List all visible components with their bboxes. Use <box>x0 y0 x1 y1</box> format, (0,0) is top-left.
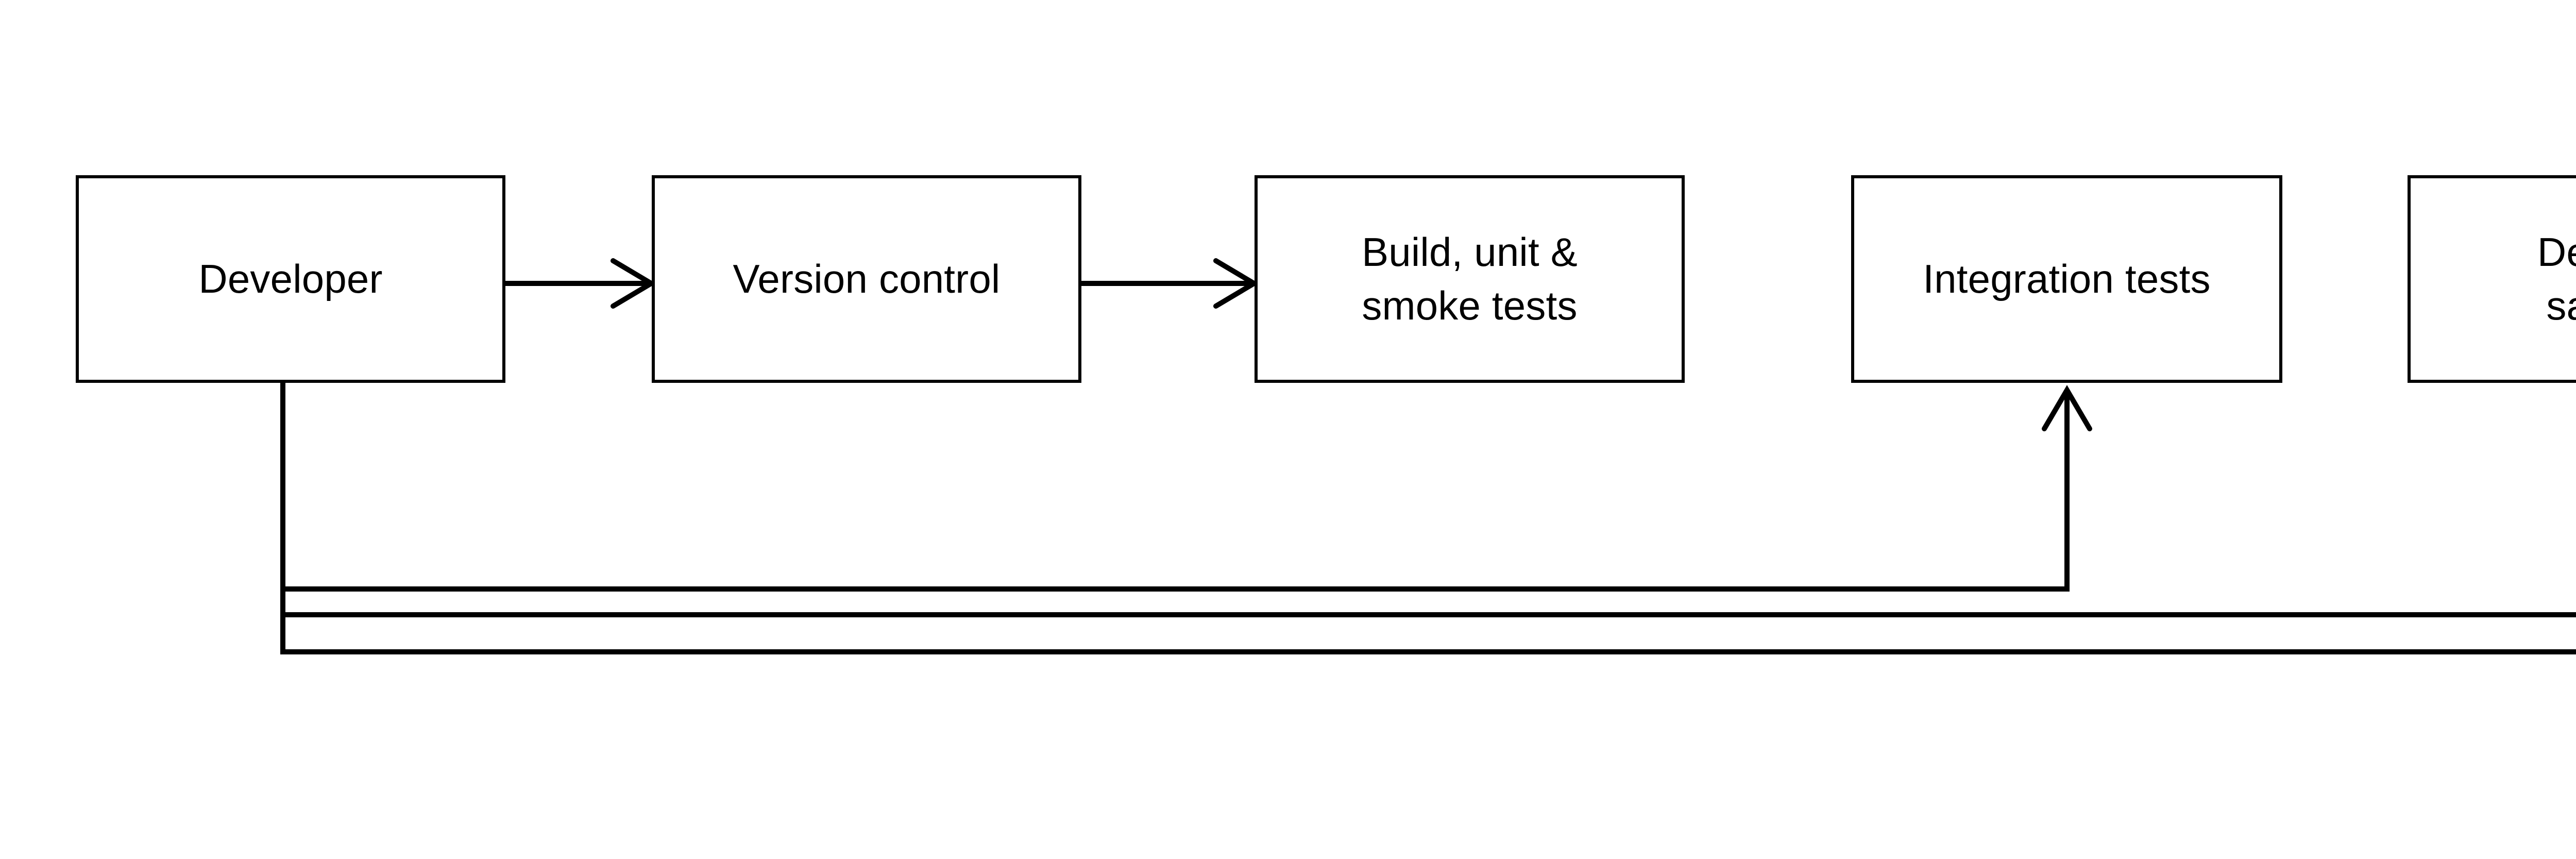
edge-developer-to-deploy-production <box>280 649 2576 654</box>
edge-developer-to-deploy-sandbox <box>280 612 2576 617</box>
node-developer[interactable]: Developer <box>76 175 505 383</box>
node-label: Version control <box>733 256 1001 301</box>
edge-developer-to-integration-tests <box>280 385 2092 592</box>
node-integration-tests[interactable]: Integration tests <box>1851 175 2282 383</box>
arrowhead-icon <box>611 258 656 309</box>
node-label: Deploy to sandbox <box>2537 229 2576 328</box>
arrowhead-icon <box>1213 258 1259 309</box>
node-label: Integration tests <box>1923 256 2211 301</box>
edge-version-control-to-build <box>1081 258 1259 309</box>
node-version-control[interactable]: Version control <box>652 175 1081 383</box>
node-deploy-to-sandbox[interactable]: Deploy to sandbox <box>2408 175 2576 383</box>
arrowhead-icon <box>2042 385 2092 431</box>
node-build-unit-smoke-tests[interactable]: Build, unit & smoke tests <box>1255 175 1685 383</box>
edge-developer-to-version-control <box>505 258 656 309</box>
node-label: Developer <box>198 256 383 301</box>
node-label: Build, unit & smoke tests <box>1362 229 1578 328</box>
